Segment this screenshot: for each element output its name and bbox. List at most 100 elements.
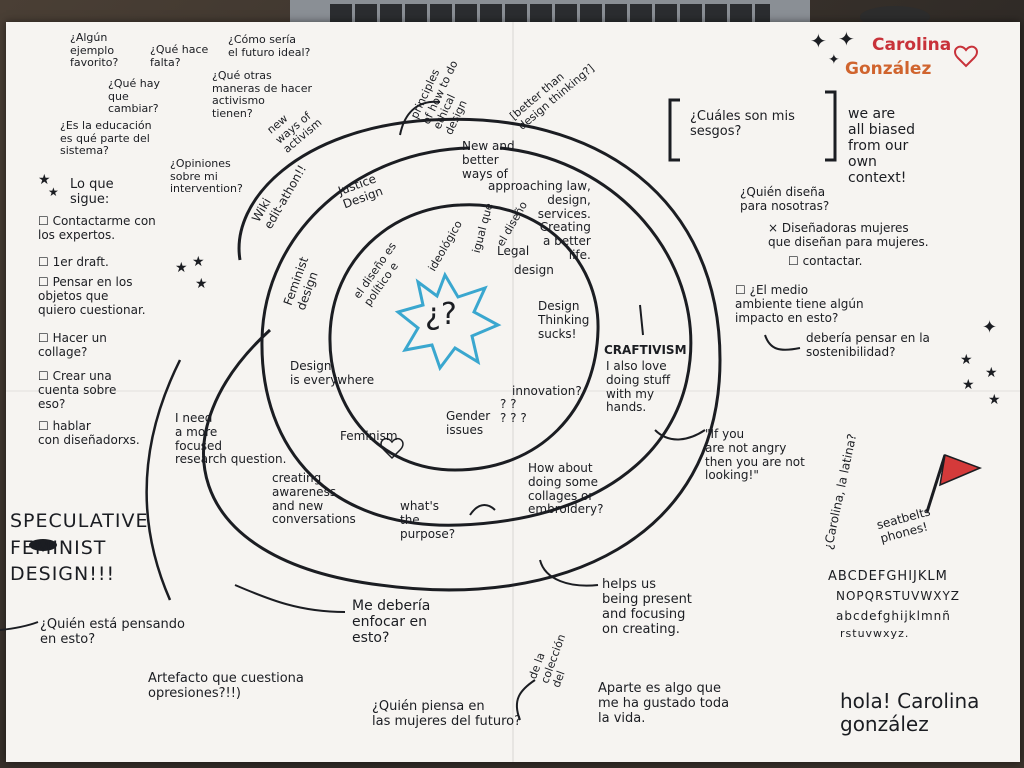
question-cambiar: ¿Qué hay que cambiar? [108,77,160,116]
question-activismo: ¿Qué otras maneras de hacer activismo ti… [212,69,312,120]
paper-fold-vertical [512,22,514,762]
star-icon: ★ [962,377,975,393]
design-thinking-text: Design Thinking sucks! [538,299,590,341]
star-icon: ★ [192,254,205,270]
love-stuff-text: I also love doing stuff with my hands. [606,359,671,415]
flag [939,453,983,487]
paper-fold-horizontal [6,390,1020,392]
arrow-principles [399,100,441,136]
todo-item: ☐ Pensar en los objetos que quiero cuest… [38,275,146,317]
sparkle-icon: ✦ [810,29,827,53]
sostenibilidad-text: debería pensar en la sostenibilidad? [806,331,930,359]
sparkle-icon: ✦ [838,27,855,51]
speculative-feminist-title: SPECULATIVE FEMINIST DESIGN!!! [10,510,149,586]
todo-item-label: Pensar en los objetos que quiero cuestio… [38,275,146,317]
todo-item: ☐ Hacer un collage? [38,331,107,359]
arrow-purpose [469,504,496,516]
biased-text: we are all biased from our own context! [848,106,915,187]
flag-pole [925,454,947,513]
quien-disena-text: ¿Quién diseña para nosotras? [740,185,830,213]
star-icon: ★ [985,365,998,381]
enfocar-text: Me debería enfocar en esto? [352,598,431,647]
todo-item-label: hablar con diseñadorxs. [38,419,140,447]
question-educacion: ¿Es la educación es qué parte del sistem… [60,119,152,158]
star-icon: ★ [175,260,188,276]
star-icon: ★ [988,392,1001,408]
bracket-right [825,90,837,162]
author-last-name: González [845,59,932,79]
sesgos-text: ¿Cuáles son mis sesgos? [690,109,795,139]
question-marks: ? ?? ? ? [500,397,527,425]
gender-issues-text: Gender issues [446,409,491,437]
quien-piensa-text: ¿Quién piensa en las mujeres del futuro? [372,699,522,729]
sparkle-icon: ✦ [828,52,840,68]
angry-quote: "If you are not angry then you are not l… [705,427,805,483]
alphabet-lower-1: abcdefghijklmnñ [836,609,951,623]
author-first-name: Carolina [872,35,952,55]
star-icon: ★ [38,172,51,188]
new-better-text: New and better ways of [462,139,515,181]
todo-item: ☐ hablar con diseñadorxs. [38,419,140,447]
arrow-angry [654,429,706,441]
arrow-speculative [234,584,346,613]
center-burst [394,271,502,372]
sketch-paper [6,22,1020,762]
outer-ring [202,117,722,592]
disenadoras-text: × Diseñadoras mujeres que diseñan para m… [768,221,929,249]
innovation-text: innovation? [512,384,582,398]
star-icon: ★ [195,276,208,292]
arrow-sostenibilidad [764,334,801,351]
quien-pensando-text: ¿Quién está pensando en esto? [40,617,185,647]
alphabet-upper-1: ABCDEFGHIJKLM [828,569,948,584]
todo-item: ☐ 1er draft. [38,255,109,269]
alphabet-upper-2: NOPQRSTUVWXYZ [836,589,961,603]
artefacto-text: Artefacto que cuestiona opresiones?!!) [148,671,304,701]
contactar-item: ☐ contactar. [788,254,863,268]
question-opiniones: ¿Opiniones sobre mi intervention? [170,157,243,196]
sparkle-icon: ✦ [982,317,998,338]
legal-text: Legal [497,244,530,258]
helps-text: helps us being present and focusing on c… [602,577,692,637]
todo-item: ☐ Contactarme con los expertos. [38,214,156,242]
question-ejemplo: ¿Algún ejemplo favorito? [70,31,119,70]
todo-item-label: Contactarme con los expertos. [38,214,156,242]
red-heart-icon [954,45,978,68]
scribble-mark [29,539,57,551]
purpose-text: what's the purpose? [400,499,456,541]
middle-ring [260,146,693,527]
alphabet-lower-2: rstuvwxyz. [840,627,910,640]
star-icon: ★ [960,352,973,368]
spiral-tail [145,359,182,601]
approaching-text: approaching law, design, services. Creat… [488,179,591,262]
collages-text: How about doing some collages or embroid… [528,461,604,517]
arrow-coleccion [515,679,536,721]
todo-item-label: Hacer un collage? [38,331,107,359]
question-falta: ¿Qué hace falta? [150,43,209,69]
star-icon: ★ [48,185,59,199]
research-text: I need a more focused research question. [175,411,287,467]
medio-label: ¿El medio ambiente tiene algún impacto e… [735,283,864,325]
bracket-left [668,98,680,162]
arrow-helps [539,559,599,587]
design-everywhere-text: Design is everywhere [290,359,375,387]
keyboard-keys [330,4,770,24]
center-question: ¿? [425,297,457,332]
arrow-quien [0,621,39,631]
todo-item-label: Crear una cuenta sobre eso? [38,369,117,411]
hola-signature: hola! Carolina gonzález [840,689,980,736]
craftivism-text: CRAFTIVISM [604,343,687,357]
inner-ring [328,203,600,472]
todo-title: Lo que sigue: [70,177,114,207]
aparte-text: Aparte es algo que me ha gustado toda la… [598,681,730,726]
todo-item: ☐ Crear una cuenta sobre eso? [38,369,117,411]
question-futuro: ¿Cómo sería el futuro ideal? [228,33,311,59]
todo-item-label: 1er draft. [52,255,109,269]
awareness-text: creating awareness and new conversations [272,471,356,527]
arrow-craftivism [639,304,644,336]
feminism-text: Feminism [340,429,398,443]
contactar-label: contactar. [802,254,863,268]
heart-icon [380,438,404,460]
design-text: design [514,263,554,277]
medio-item: ☐ ¿El medio ambiente tiene algún impacto… [735,283,864,325]
